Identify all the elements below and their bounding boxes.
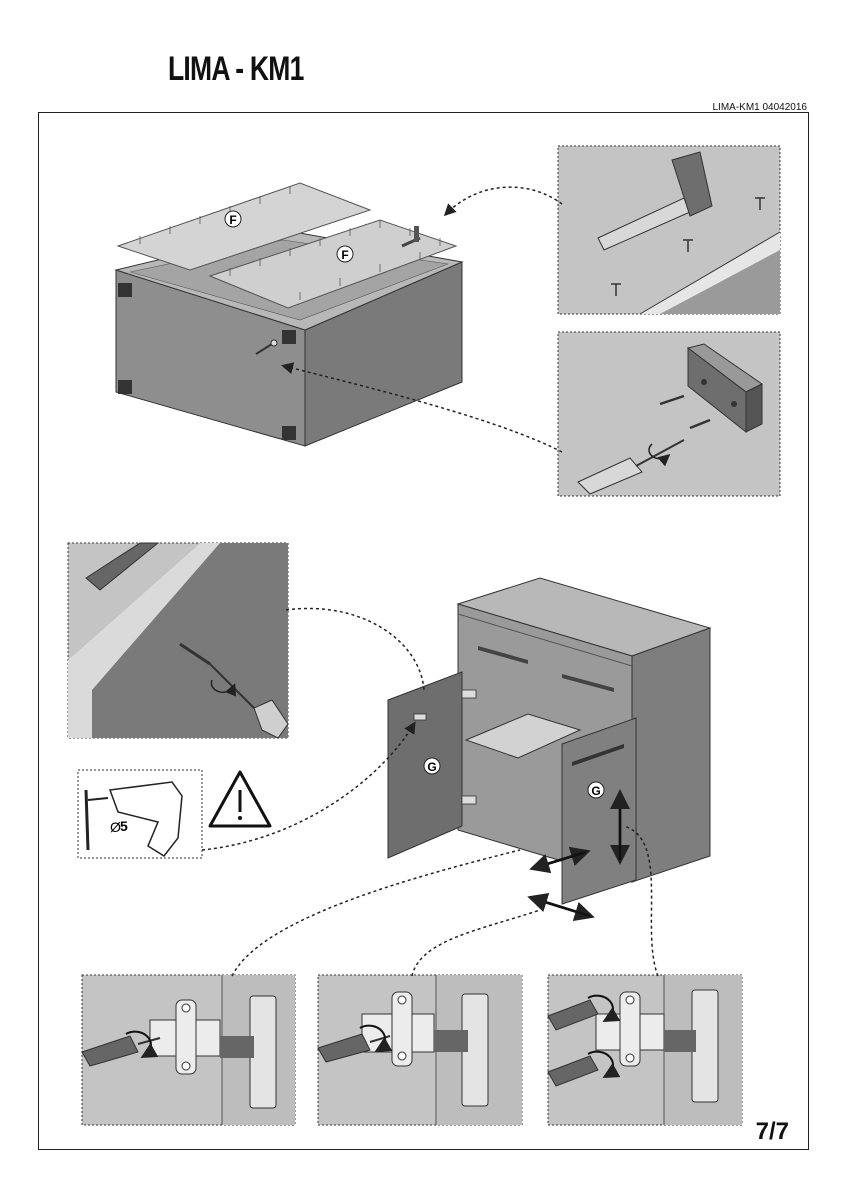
detail-hinge-adjust-1	[81, 974, 296, 1126]
drill-instruction	[77, 769, 203, 859]
panel-f-label-2: F	[341, 248, 348, 262]
page-frame	[38, 112, 809, 1150]
detail-hinge-adjust-3	[547, 974, 743, 1126]
drill-size-label: 5	[120, 818, 128, 834]
carcass-back-panel-step	[114, 182, 464, 447]
cabinet-doors-step	[387, 577, 712, 922]
warning-icon	[208, 770, 272, 828]
detail-hinge-screw	[67, 542, 289, 739]
page-number: 7/7	[755, 1118, 789, 1145]
door-g-label-2: G	[591, 784, 600, 798]
door-g-label-1: G	[427, 760, 436, 774]
detail-hammer-nails	[557, 145, 781, 315]
detail-hinge-adjust-2	[317, 974, 523, 1126]
page-title: LIMA - KM1	[168, 50, 304, 88]
document-code: LIMA-KM1 04042016	[712, 102, 807, 113]
diameter-symbol: Ø	[110, 819, 121, 835]
panel-f-label-1: F	[229, 213, 236, 227]
detail-screwdriver-connector	[557, 331, 781, 497]
